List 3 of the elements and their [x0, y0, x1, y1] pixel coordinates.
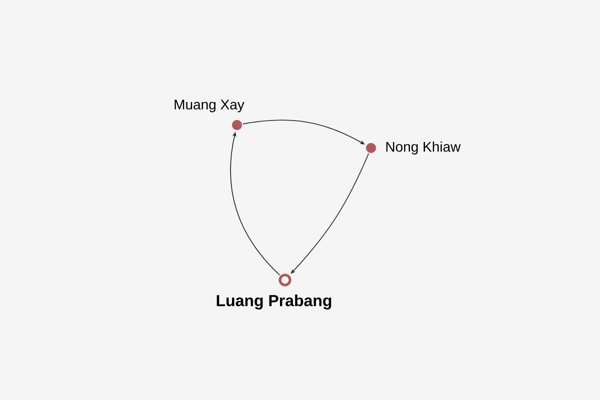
place-label: Nong Khiaw — [386, 141, 461, 155]
place-label: Muang Xay — [174, 100, 244, 112]
place-label: Luang Prabang — [216, 294, 332, 310]
